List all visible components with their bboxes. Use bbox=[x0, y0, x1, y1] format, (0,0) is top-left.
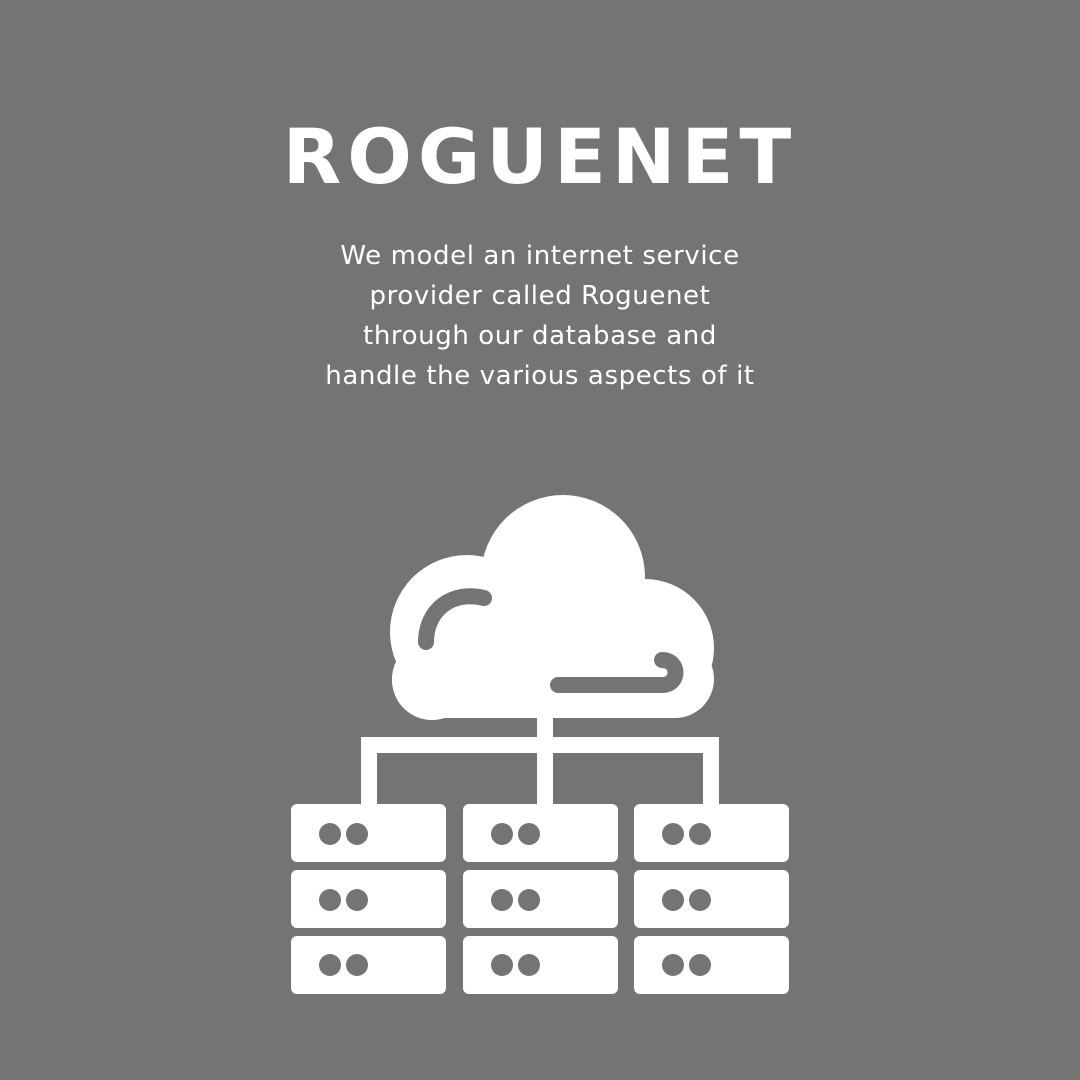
cloud-detail-icon bbox=[418, 588, 684, 693]
description-line: handle the various aspects of it bbox=[325, 361, 755, 391]
description: We model an internet service provider ca… bbox=[240, 236, 840, 396]
page-title: ROGUENET bbox=[282, 112, 798, 201]
server-rack-icon bbox=[291, 804, 789, 994]
description-line: We model an internet service bbox=[340, 241, 740, 271]
description-line: through our database and bbox=[363, 321, 717, 351]
description-line: provider called Roguenet bbox=[369, 281, 711, 311]
network-connector-icon bbox=[361, 710, 719, 806]
server-indicator-dots bbox=[319, 823, 711, 976]
